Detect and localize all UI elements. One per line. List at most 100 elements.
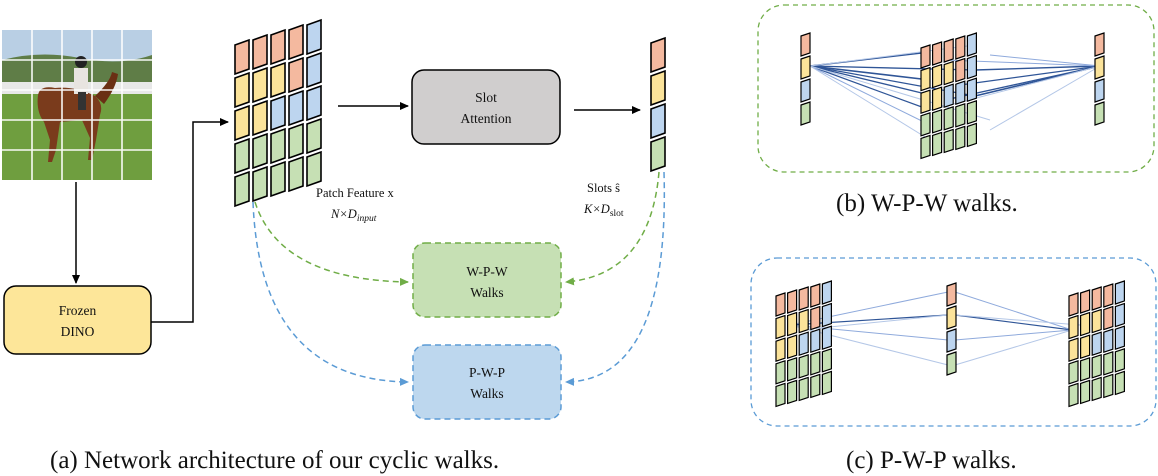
patch-cell xyxy=(931,63,943,89)
patch-cell xyxy=(288,56,304,94)
patch-cell xyxy=(1091,331,1102,357)
pwp-walk-lines xyxy=(789,291,1081,366)
patch-cell xyxy=(931,108,943,134)
patch-cell xyxy=(252,66,268,104)
patch-cell xyxy=(1079,356,1091,382)
slot xyxy=(650,102,666,140)
green-dashed-arrow-left xyxy=(254,201,409,286)
patch-cell xyxy=(955,125,966,151)
patch-feature-label: Patch Feature x N×Dinput xyxy=(316,186,395,224)
patch-feature-text: Patch Feature x xyxy=(316,186,395,200)
patch-cell xyxy=(798,308,809,334)
patch-cell xyxy=(252,132,268,170)
patch-cell xyxy=(966,122,978,148)
arrow-dino-to-patches xyxy=(151,118,229,323)
slot xyxy=(800,55,811,80)
walk-line xyxy=(954,314,1081,326)
patch-cell xyxy=(1114,347,1126,373)
patch-cell xyxy=(306,18,322,56)
patch-cell xyxy=(1091,353,1102,379)
patch-cell xyxy=(288,23,304,61)
slot xyxy=(1094,101,1105,126)
patch-cell xyxy=(270,127,286,165)
patch-cell xyxy=(306,117,322,155)
patch-cell xyxy=(920,66,931,92)
frozen-dino-line2: DINO xyxy=(61,324,95,339)
slots-dim-sub: slot xyxy=(610,209,624,219)
panel-c: (c) P-W-P walks. xyxy=(750,257,1157,474)
patch-cell xyxy=(920,111,931,137)
patch-cell xyxy=(288,122,304,160)
svg-text:Patch Feature x: Patch Feature x xyxy=(316,186,395,200)
patch-cell xyxy=(775,359,786,385)
patch-cell xyxy=(306,51,322,89)
patch-cell xyxy=(1103,373,1114,399)
patch-cell xyxy=(786,379,798,405)
patch-cell xyxy=(775,382,786,408)
patch-cell xyxy=(252,99,268,137)
walk-line xyxy=(959,65,1101,86)
patch-cell xyxy=(920,44,931,69)
green-dashed-arrow-right xyxy=(565,171,660,286)
patch-cell xyxy=(798,353,809,379)
caption-b: (b) W-P-W walks. xyxy=(836,190,1018,217)
patch-cell xyxy=(821,280,833,305)
wpw-line2: Walks xyxy=(470,285,503,300)
walk-line xyxy=(809,65,931,96)
patch-cell xyxy=(821,347,833,373)
slots-label: Slots ŝ K×Dslot xyxy=(583,181,624,219)
patch-cell xyxy=(931,86,943,112)
patch-feature-grid xyxy=(234,18,322,208)
walk-line xyxy=(799,314,949,331)
patch-cell xyxy=(786,289,798,314)
patch-cell xyxy=(920,89,931,115)
patch-cell xyxy=(943,83,954,109)
patch-cell xyxy=(966,99,978,125)
patch-cell xyxy=(1103,283,1114,308)
patch-cell xyxy=(1068,337,1079,363)
slot xyxy=(946,305,957,330)
patch-cell xyxy=(810,350,821,376)
patch-cell xyxy=(775,292,786,317)
patch-cell xyxy=(1079,311,1091,337)
patch-dim-text: N×D xyxy=(330,207,357,221)
slot xyxy=(800,78,811,103)
slot xyxy=(946,351,957,376)
walk-line xyxy=(809,65,931,126)
wpw-line1: W-P-W xyxy=(466,264,507,279)
walk-line xyxy=(954,314,1073,331)
panel-c-frame xyxy=(750,257,1157,427)
patch-cell xyxy=(798,331,809,357)
patch-cell xyxy=(955,35,966,60)
patch-cell xyxy=(821,325,833,351)
frozen-dino-line1: Frozen xyxy=(59,303,97,318)
patch-cell xyxy=(270,94,286,132)
patch-cell xyxy=(1091,308,1102,334)
caption-c: (c) P-W-P walks. xyxy=(846,447,1017,474)
svg-text:Slots ŝ: Slots ŝ xyxy=(587,181,620,195)
blue-dashed-arrow-left xyxy=(252,201,409,386)
slot xyxy=(1094,55,1105,80)
patch-cell xyxy=(1114,280,1126,305)
caption-a: (a) Network architecture of our cyclic w… xyxy=(50,447,499,474)
slot xyxy=(800,32,811,57)
svg-text:K×Dslot: K×Dslot xyxy=(583,202,624,219)
svg-text:N×Dinput: N×Dinput xyxy=(330,207,377,224)
slot xyxy=(946,282,957,307)
slot xyxy=(650,69,666,107)
patch-cell xyxy=(955,80,966,106)
walk-line xyxy=(954,291,1073,331)
walk-line xyxy=(954,329,1073,366)
slot xyxy=(1094,78,1105,103)
slot-column xyxy=(650,36,666,173)
patch-cell xyxy=(1079,334,1091,360)
patch-cell xyxy=(943,128,954,154)
patch-cell xyxy=(1103,328,1114,354)
patch-cell xyxy=(786,311,798,337)
patch-cell xyxy=(1114,370,1126,396)
patch-cell xyxy=(798,376,809,402)
patch-cell xyxy=(1068,359,1079,385)
walk-line xyxy=(974,65,1101,71)
patch-cell xyxy=(931,41,943,66)
patch-cell xyxy=(775,314,786,340)
